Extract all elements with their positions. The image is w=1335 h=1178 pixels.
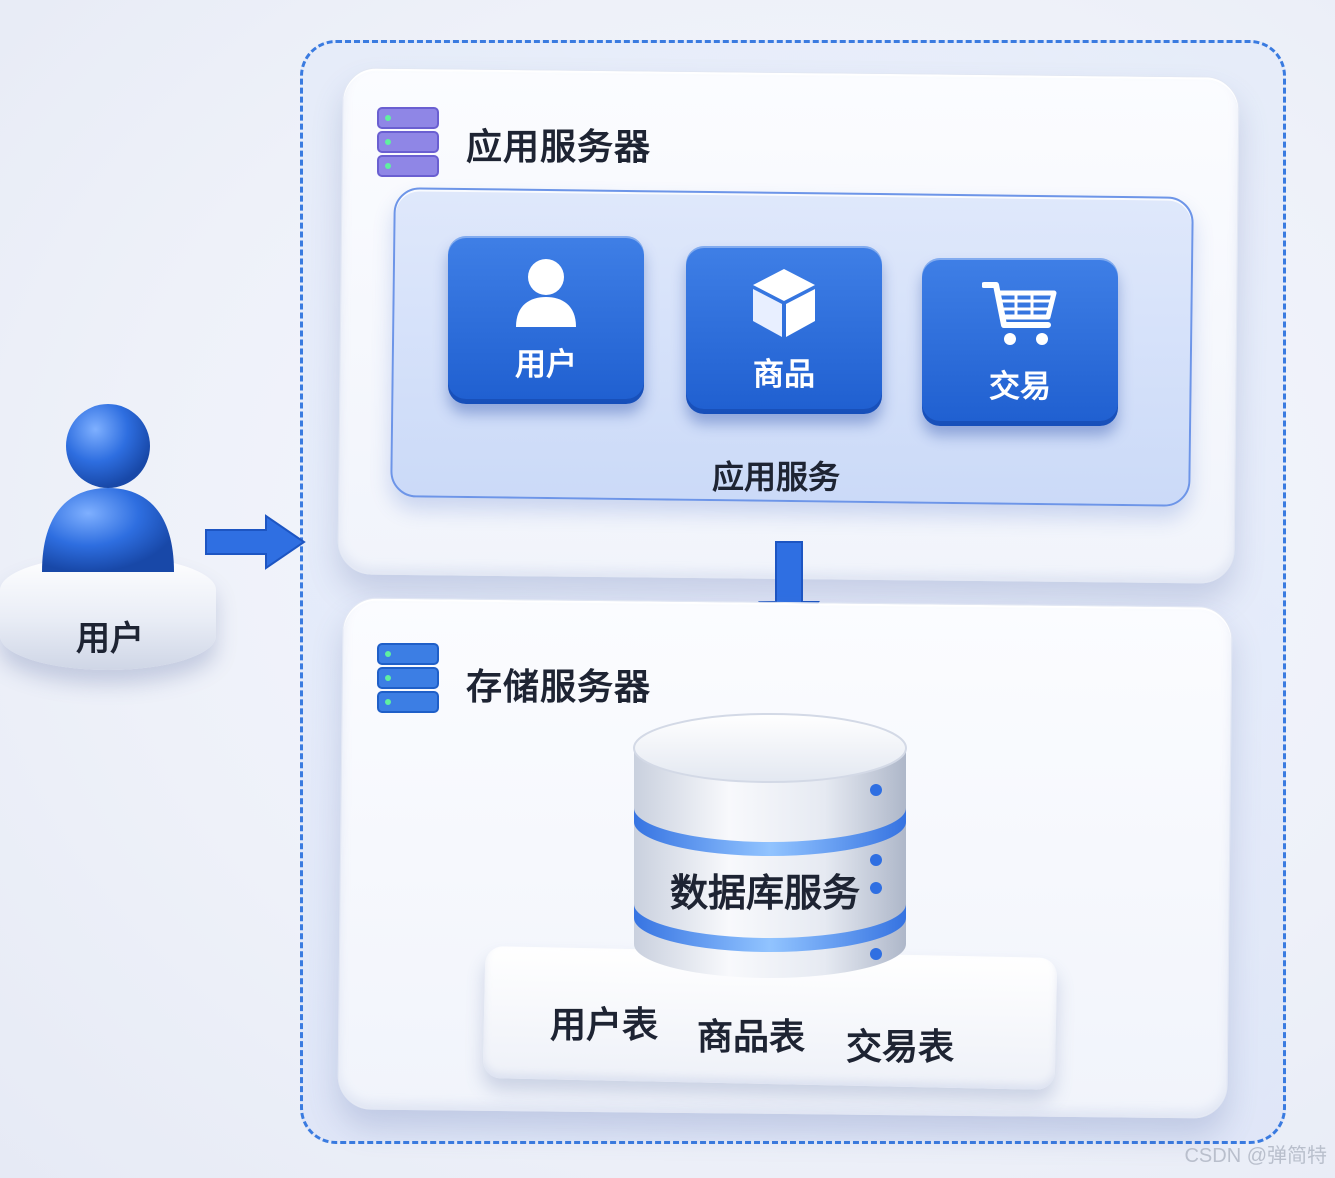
box-icon: [753, 268, 815, 337]
user-pedestal: [0, 556, 216, 670]
table-trades: 交易表: [846, 1027, 955, 1068]
service-label: 用户: [515, 346, 577, 383]
user-label: 用户: [76, 619, 144, 659]
service-tile-product[interactable]: 商品: [686, 246, 882, 414]
user-icon: [516, 258, 576, 327]
service-label: 交易: [989, 368, 1051, 405]
app-services-label: 应用服务: [712, 458, 841, 496]
storage-server-title: 存储服务器: [466, 667, 652, 708]
table-products: 商品表: [697, 1017, 806, 1058]
user-figure-icon: [42, 404, 174, 572]
arrow-right-icon: [205, 514, 306, 570]
watermark: CSDN @弹简特: [1184, 1145, 1327, 1167]
server-stack-icon: [377, 643, 439, 713]
table-users: 用户表: [550, 1005, 659, 1046]
database-service-label: 数据库服务: [669, 871, 860, 915]
service-tile-trade[interactable]: 交易: [922, 258, 1118, 426]
server-stack-icon: [377, 107, 439, 177]
service-tile-user[interactable]: 用户: [448, 236, 644, 404]
service-label: 商品: [753, 356, 815, 393]
cart-icon: [982, 281, 1057, 345]
app-server-title: 应用服务器: [466, 127, 652, 168]
database-icon: [633, 713, 907, 978]
